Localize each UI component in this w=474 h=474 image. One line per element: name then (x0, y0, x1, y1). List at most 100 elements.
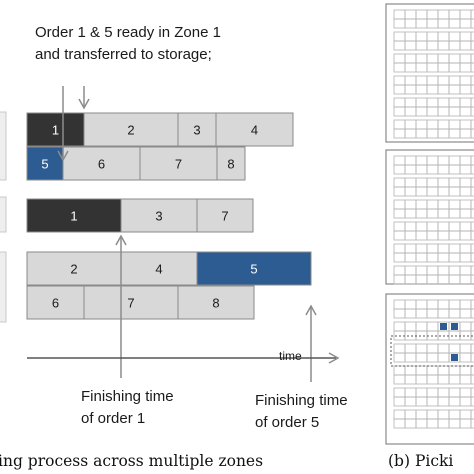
rack-cell (470, 177, 474, 188)
annotation-ready-line-1: Order 1 & 5 ready in Zone 1 (35, 24, 221, 41)
rack-cell (470, 308, 474, 319)
pick-location-marker (440, 323, 447, 330)
arrow-head (115, 234, 127, 246)
task-row-1: 1 2 3 4 (26, 112, 294, 147)
task-row-5: 6 7 8 (26, 285, 255, 320)
pick-location-marker (451, 354, 458, 361)
rack-cell (470, 186, 474, 197)
order-block (26, 251, 122, 286)
rack-cell (470, 53, 474, 64)
order-block (216, 146, 246, 181)
rack-cell (470, 106, 474, 117)
rack-cell (470, 128, 474, 139)
order-block-label: 2 (127, 123, 134, 138)
zone-tab-3 (0, 251, 7, 323)
annotation-arrows (27, 86, 340, 382)
warehouse-panel-border (385, 293, 474, 445)
annotation-order1-line-1: Finishing time (81, 388, 174, 405)
rack-cell (470, 164, 474, 175)
rack-cell (470, 343, 474, 354)
rack-cell (470, 252, 474, 263)
rack-cell (470, 352, 474, 363)
order-block (83, 112, 179, 147)
rack-cell (470, 84, 474, 95)
order-block-label: 5 (41, 157, 48, 172)
order-block (26, 112, 85, 147)
rack-cell (470, 265, 474, 276)
order-block-label: 7 (127, 296, 134, 311)
rack-cell (470, 274, 474, 285)
order-block (196, 198, 254, 233)
task-row-3: 1 3 7 (26, 198, 254, 233)
warehouse-layout-panels (385, 3, 474, 445)
order-block-label: 6 (52, 296, 59, 311)
warehouse-panel-border (385, 3, 474, 143)
annotation-order1-line-2: of order 1 (81, 410, 146, 427)
rack-cell (470, 243, 474, 254)
order-block (215, 112, 294, 147)
rack-cell (470, 374, 474, 385)
order-block-label: 1 (70, 209, 77, 224)
order-block (120, 198, 198, 233)
order-block (83, 285, 179, 320)
rack-cell (470, 230, 474, 241)
task-row-2: 5 6 7 8 (26, 146, 246, 181)
rack-cell (470, 75, 474, 86)
rack-cell (470, 155, 474, 166)
order-block (139, 146, 218, 181)
caption-right: (b) Picki (388, 452, 454, 470)
arrow-head (328, 352, 340, 364)
rack-cell (470, 208, 474, 219)
rack-cell (470, 119, 474, 130)
arrow-head (57, 150, 69, 162)
rack-cell (470, 9, 474, 20)
order-block-label: 6 (98, 157, 105, 172)
order-block-label: 4 (251, 123, 258, 138)
order-block (177, 112, 217, 147)
picking-zone-outline (390, 335, 474, 367)
warehouse-panel-3 (385, 293, 474, 445)
warehouse-panel-border (385, 149, 474, 285)
annotation-order5-line-1: Finishing time (255, 392, 348, 409)
warehouse-panel-1 (385, 3, 474, 143)
rack-cell (470, 387, 474, 398)
order-block-label: 1 (52, 123, 59, 138)
rack-cell (470, 321, 474, 332)
zone-tab-1 (0, 111, 7, 181)
order-block-label: 4 (155, 262, 162, 277)
order-block-label: 7 (175, 157, 182, 172)
rack-cell (470, 396, 474, 407)
rack-cell (470, 221, 474, 232)
rack-cell (470, 40, 474, 51)
order-block-label: 5 (250, 262, 257, 277)
order-block-label: 7 (221, 209, 228, 224)
order-block-label: 3 (155, 209, 162, 224)
caption-left: ing process across multiple zones (0, 452, 264, 470)
order-block (26, 146, 64, 181)
pick-location-marker (451, 323, 458, 330)
rack-cell (470, 31, 474, 42)
order-block-label: 8 (227, 157, 234, 172)
rack-cell (470, 97, 474, 108)
order-block (120, 251, 198, 286)
order-block-label: 3 (193, 123, 200, 138)
rack-cell (470, 18, 474, 29)
arrow-head (305, 304, 317, 316)
order-block (196, 251, 312, 286)
rack-cell (470, 409, 474, 420)
rack-cell (470, 365, 474, 376)
order-block (26, 198, 122, 233)
rack-cell (470, 299, 474, 310)
zone-tab-2 (0, 196, 7, 233)
rack-cell (470, 418, 474, 429)
annotation-ready-line-2: and transferred to storage; (35, 46, 212, 63)
warehouse-panel-2 (385, 149, 474, 285)
rack-cell (470, 62, 474, 73)
time-axis-label: time (279, 349, 302, 363)
order-block (62, 146, 141, 181)
rack-cell (470, 199, 474, 210)
order-block (177, 285, 255, 320)
order-block-label: 8 (212, 296, 219, 311)
